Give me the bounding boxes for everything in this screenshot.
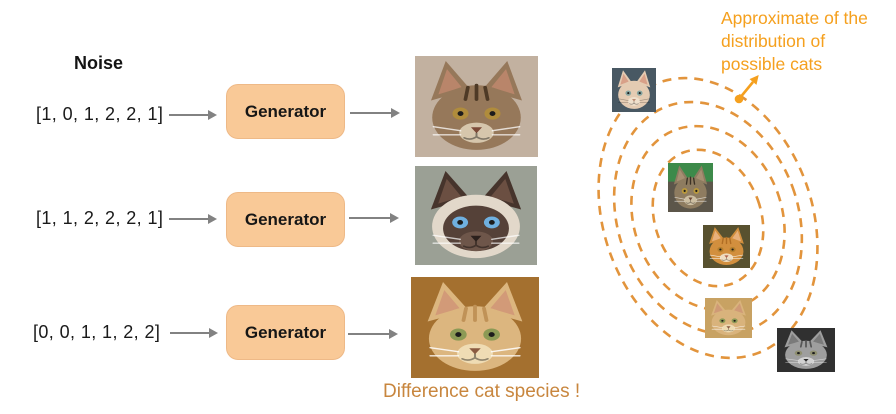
noise-vector-2: [1, 1, 2, 2, 2, 1]: [36, 208, 164, 228]
generator-box-2: Generator: [226, 192, 345, 247]
generator-label-2: Generator: [244, 209, 327, 229]
generator-box-3: Generator: [226, 305, 345, 360]
generated-cat-tabby: [415, 56, 538, 157]
annotation-arrow-dot: [734, 94, 744, 104]
arrow-generator-to-cat-1: [350, 108, 400, 118]
generator-label-1: Generator: [244, 101, 327, 121]
distribution-cat-sphynx: [612, 68, 656, 112]
caption-difference-cat-species: Difference cat species !: [383, 381, 581, 402]
arrow-noise-to-generator-2: [169, 214, 217, 224]
generated-cat-sand: [411, 277, 539, 378]
distribution-cat-ginger: [703, 225, 750, 268]
arrow-generator-to-cat-2: [349, 213, 399, 223]
annotation-line-3: possible cats: [721, 54, 823, 74]
annotation-line-2: distribution of: [721, 31, 826, 51]
distribution-cat-tabby: [668, 163, 713, 212]
generator-label-3: Generator: [244, 322, 327, 342]
distribution-cat-sand: [705, 298, 752, 338]
generator-box-1: Generator: [226, 84, 345, 139]
annotation-line-1: Approximate of the: [721, 8, 868, 28]
annotation-arrowhead-icon: [749, 75, 759, 85]
arrow-noise-to-generator-1: [169, 110, 217, 120]
generated-cat-siamese: [415, 166, 537, 265]
distribution-annotation: Approximate of the distribution of possi…: [721, 7, 868, 76]
noise-vector-1: [1, 0, 1, 2, 2, 1]: [36, 104, 164, 124]
noise-vector-3: [0, 0, 1, 1, 2, 2]: [33, 322, 161, 342]
arrow-generator-to-cat-3: [348, 329, 398, 339]
distribution-ellipse-1: [597, 76, 819, 360]
distribution-ellipse-4: [651, 148, 765, 288]
distribution-cat-pallas: [777, 328, 835, 372]
arrow-noise-to-generator-3: [170, 328, 218, 338]
noise-title: Noise: [74, 53, 124, 73]
